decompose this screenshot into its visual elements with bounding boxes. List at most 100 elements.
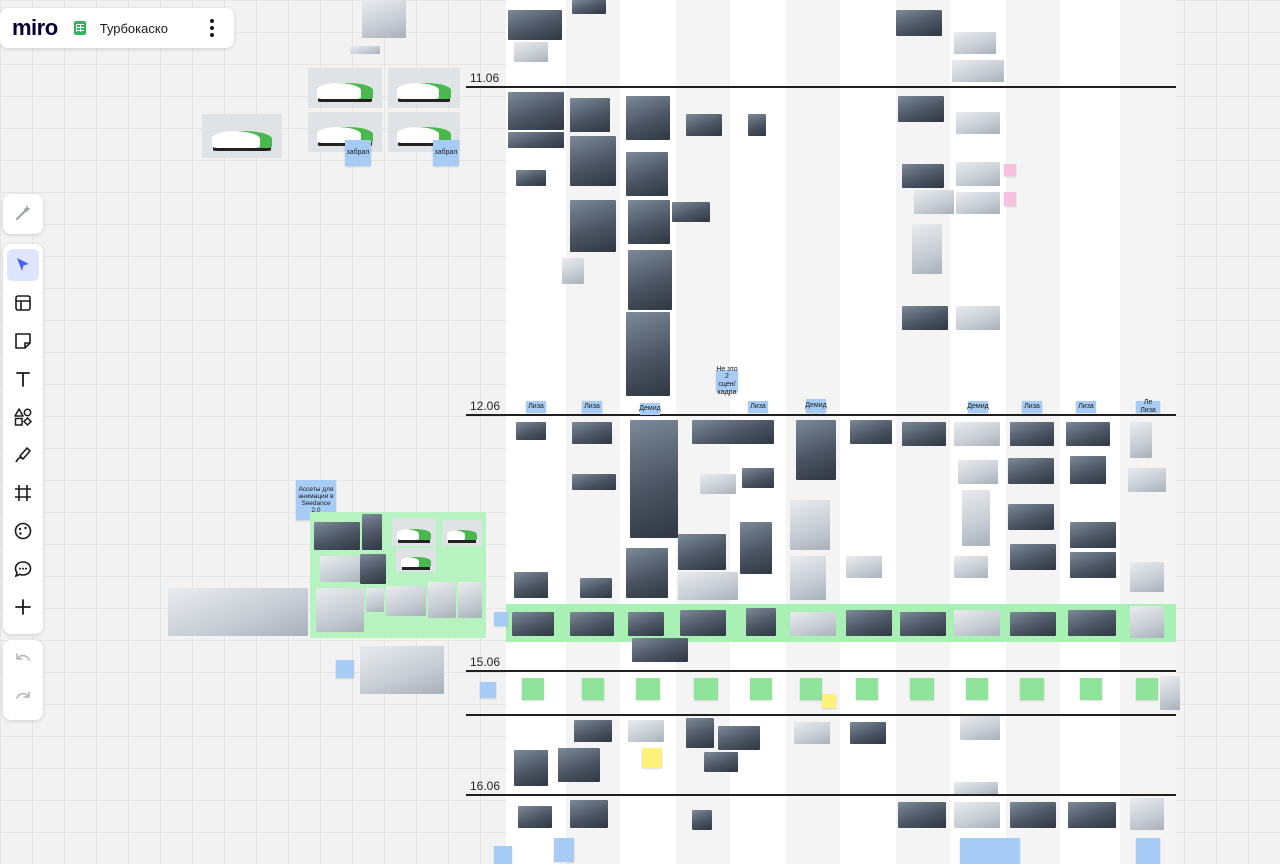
image-thumbnail[interactable]: [628, 200, 670, 244]
assignee-sticky[interactable]: Демид: [967, 401, 989, 413]
image-thumbnail[interactable]: [1130, 606, 1164, 638]
image-thumbnail[interactable]: [350, 46, 380, 54]
note-sticky[interactable]: забрал: [433, 140, 459, 166]
image-thumbnail[interactable]: [626, 96, 670, 140]
task-sticky[interactable]: [1080, 678, 1102, 700]
select-tool-button[interactable]: [3, 246, 43, 284]
image-thumbnail[interactable]: [1010, 612, 1056, 636]
image-thumbnail[interactable]: [360, 554, 386, 584]
undo-button[interactable]: [3, 640, 43, 678]
image-thumbnail[interactable]: [626, 312, 670, 396]
image-thumbnail[interactable]: [558, 748, 600, 782]
pen-tool-button[interactable]: [3, 436, 43, 474]
image-thumbnail[interactable]: [902, 164, 944, 188]
image-thumbnail[interactable]: [958, 460, 998, 484]
image-thumbnail[interactable]: [562, 258, 584, 284]
note-sticky[interactable]: [1004, 192, 1016, 206]
templates-tool-button[interactable]: [3, 284, 43, 322]
add-tool-button[interactable]: [3, 588, 43, 626]
image-thumbnail[interactable]: [912, 224, 942, 274]
image-thumbnail[interactable]: [366, 588, 384, 612]
image-thumbnail[interactable]: [748, 114, 766, 136]
image-thumbnail[interactable]: [508, 92, 564, 130]
image-thumbnail[interactable]: [1010, 422, 1054, 446]
task-sticky[interactable]: [636, 678, 660, 700]
image-thumbnail[interactable]: [902, 422, 946, 446]
image-thumbnail[interactable]: [362, 514, 382, 550]
image-thumbnail[interactable]: [1130, 798, 1164, 830]
assignee-sticky[interactable]: Демид: [639, 403, 661, 415]
image-thumbnail[interactable]: [628, 250, 672, 310]
image-thumbnail[interactable]: [1008, 458, 1054, 484]
image-thumbnail[interactable]: [900, 612, 946, 636]
image-thumbnail[interactable]: [678, 534, 726, 570]
image-thumbnail[interactable]: [952, 60, 1004, 82]
text-tool-button[interactable]: [3, 360, 43, 398]
note-sticky[interactable]: [642, 748, 662, 768]
car-image[interactable]: [392, 518, 436, 546]
image-thumbnail[interactable]: [956, 162, 1000, 186]
car-image[interactable]: [396, 548, 436, 572]
image-thumbnail[interactable]: [1070, 552, 1116, 578]
note-sticky[interactable]: [494, 846, 512, 864]
note-sticky[interactable]: [1136, 838, 1160, 864]
image-thumbnail[interactable]: [580, 578, 612, 598]
note-sticky[interactable]: [494, 612, 508, 626]
image-thumbnail[interactable]: [954, 782, 998, 794]
frame-tool-button[interactable]: [3, 474, 43, 512]
image-thumbnail[interactable]: [628, 720, 664, 742]
image-thumbnail[interactable]: [630, 420, 678, 538]
note-sticky[interactable]: [960, 838, 1020, 864]
shapes-tool-button[interactable]: [3, 398, 43, 436]
image-thumbnail[interactable]: [508, 132, 564, 148]
image-thumbnail[interactable]: [956, 112, 1000, 134]
image-thumbnail[interactable]: [686, 718, 714, 748]
sticky-note-tool-button[interactable]: [3, 322, 43, 360]
image-thumbnail[interactable]: [514, 42, 548, 62]
car-image[interactable]: [388, 68, 460, 108]
image-thumbnail[interactable]: [1070, 522, 1116, 548]
assignee-sticky[interactable]: Лиза: [526, 401, 546, 413]
magic-tool-button[interactable]: [3, 194, 43, 232]
note-sticky[interactable]: [336, 660, 354, 678]
image-thumbnail[interactable]: [626, 548, 668, 598]
note-sticky[interactable]: Не это 2 сцен/кадра: [716, 366, 738, 396]
image-thumbnail[interactable]: [954, 422, 1000, 446]
image-thumbnail[interactable]: [574, 720, 612, 742]
image-thumbnail[interactable]: [704, 752, 738, 772]
image-thumbnail[interactable]: [514, 572, 548, 598]
stickers-tool-button[interactable]: [3, 512, 43, 550]
image-thumbnail[interactable]: [1130, 422, 1152, 458]
image-thumbnail[interactable]: [362, 0, 406, 38]
image-thumbnail[interactable]: [570, 612, 614, 636]
task-sticky[interactable]: [800, 678, 822, 700]
image-thumbnail[interactable]: [898, 96, 944, 122]
image-thumbnail[interactable]: [1160, 676, 1180, 710]
image-thumbnail[interactable]: [570, 800, 608, 828]
miro-logo[interactable]: miro: [12, 15, 58, 40]
assignee-sticky[interactable]: Лиза: [748, 401, 768, 413]
task-sticky[interactable]: [1136, 678, 1158, 700]
image-thumbnail[interactable]: [516, 170, 546, 186]
image-thumbnail[interactable]: [954, 556, 988, 578]
assignee-sticky[interactable]: Лиза: [582, 401, 602, 413]
comment-tool-button[interactable]: [3, 550, 43, 588]
assignee-sticky[interactable]: Лиза: [1076, 401, 1096, 413]
image-thumbnail[interactable]: [954, 32, 996, 54]
image-thumbnail[interactable]: [626, 152, 668, 196]
image-thumbnail[interactable]: [846, 556, 882, 578]
image-thumbnail[interactable]: [740, 522, 772, 574]
image-thumbnail[interactable]: [1068, 610, 1116, 636]
image-thumbnail[interactable]: [746, 608, 776, 636]
image-thumbnail[interactable]: [692, 810, 712, 830]
board-menu-button[interactable]: [202, 16, 222, 40]
image-thumbnail[interactable]: [1066, 422, 1110, 446]
image-thumbnail[interactable]: [428, 582, 456, 618]
image-thumbnail[interactable]: [796, 420, 836, 480]
character-sheet[interactable]: [168, 588, 308, 636]
image-thumbnail[interactable]: [570, 200, 616, 252]
image-thumbnail[interactable]: [790, 500, 830, 550]
note-sticky[interactable]: забрал: [345, 140, 371, 166]
image-thumbnail[interactable]: [914, 190, 954, 214]
image-thumbnail[interactable]: [678, 572, 738, 600]
